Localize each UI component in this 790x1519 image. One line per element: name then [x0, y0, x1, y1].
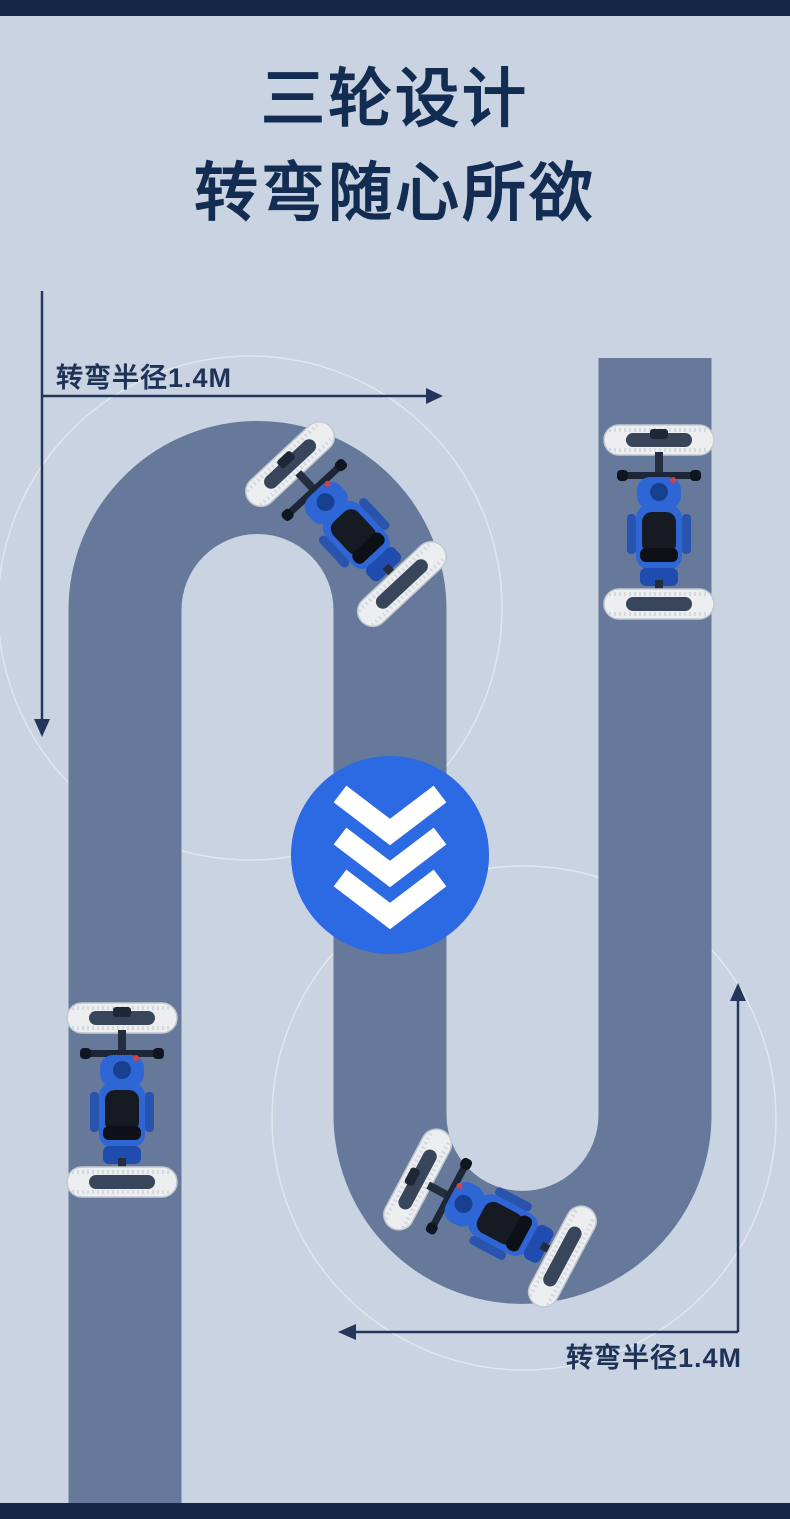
- radius-guide-circle-top: [0, 355, 503, 861]
- page-title-line2: 转弯随心所欲: [194, 157, 596, 229]
- page-title-line1: 三轮设计: [261, 63, 529, 135]
- page-title: 三轮设计 转弯随心所欲: [0, 52, 790, 240]
- triple-chevron-down-icon: [333, 785, 447, 930]
- turning-radius-label-top: 转弯半径1.4M: [56, 363, 233, 393]
- arrow-up-icon: [730, 983, 746, 1001]
- dimension-lines-top-left: [34, 291, 443, 737]
- arrow-down-icon: [34, 719, 50, 737]
- arrow-right-icon: [426, 388, 443, 404]
- turning-radius-label-bottom: 转弯半径1.4M: [565, 1343, 742, 1373]
- direction-badge: [291, 756, 489, 954]
- radius-guide-circle-bottom: [271, 865, 777, 1371]
- dimension-lines-bottom-right: [338, 983, 746, 1340]
- top-frame-bar: [0, 0, 790, 16]
- bottom-frame-bar: [0, 1503, 790, 1519]
- arrow-left-icon: [338, 1324, 356, 1340]
